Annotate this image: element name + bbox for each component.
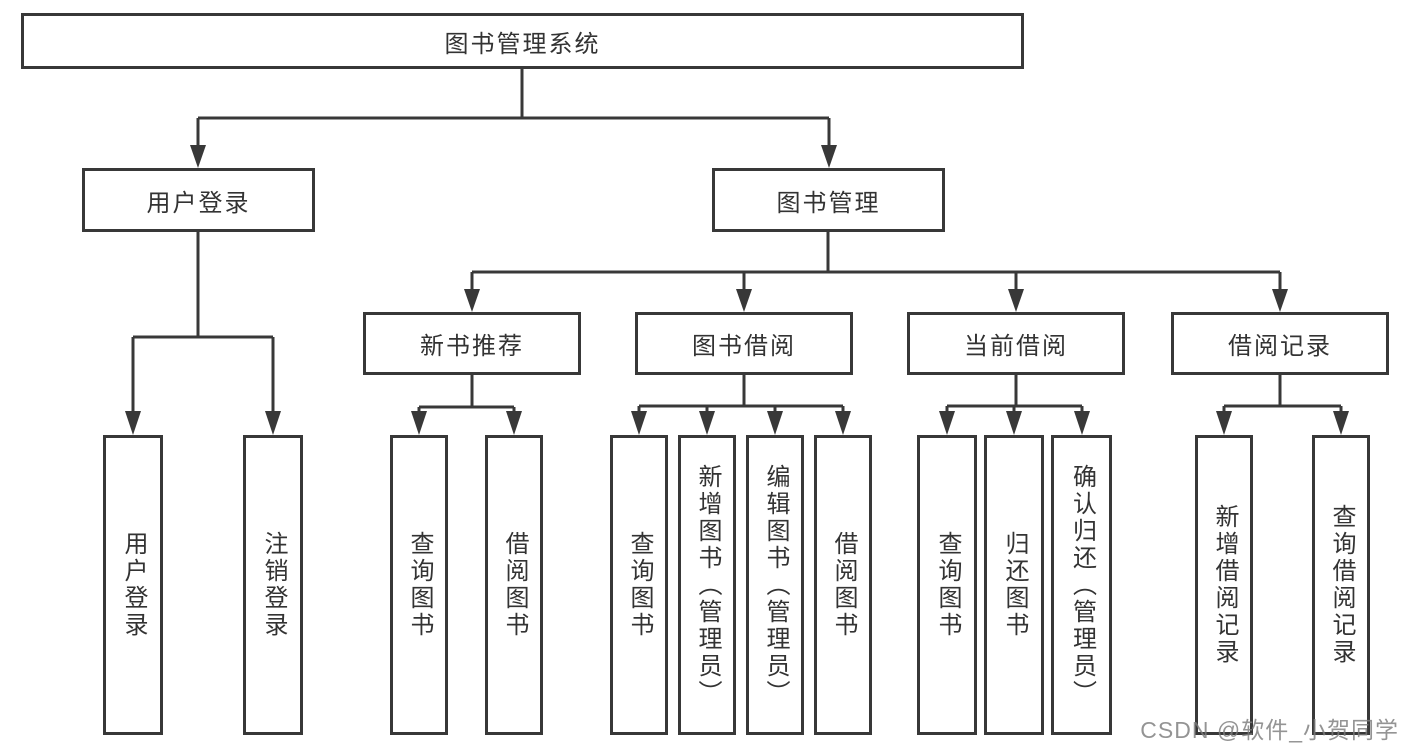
node-label: 图书借阅 <box>692 333 796 360</box>
node-label: 查询图书 <box>626 531 653 639</box>
node-book-borrowing: 图书借阅 <box>635 312 853 375</box>
leaf-logout: 注销登录 <box>243 435 303 735</box>
leaf-return-books: 归还图书 <box>984 435 1044 735</box>
node-label: 查询借阅记录 <box>1328 504 1355 666</box>
node-user-login: 用户登录 <box>82 168 315 232</box>
node-label: 用户登录 <box>146 189 251 217</box>
connector-login-leaves <box>131 232 275 413</box>
leaf-borrow-books: 借阅图书 <box>814 435 872 735</box>
node-label: 借阅图书 <box>830 531 857 639</box>
node-label: 确认归还（管理员） <box>1068 463 1096 707</box>
leaf-query-books-current: 查询图书 <box>917 435 977 735</box>
leaf-user-login: 用户登录 <box>103 435 163 735</box>
leaf-edit-books-admin: 编辑图书（管理员） <box>746 435 804 735</box>
node-label: 编辑图书（管理员） <box>762 463 789 707</box>
connector-current-leaves <box>945 375 1084 413</box>
leaf-query-books-recommend: 查询图书 <box>390 435 448 735</box>
connector-records-leaves <box>1222 375 1343 413</box>
node-label: 注销登录 <box>260 531 287 639</box>
node-label: 用户登录 <box>120 531 147 639</box>
arrowheads-level2 <box>190 145 837 168</box>
node-label: 归还图书 <box>1001 531 1028 639</box>
node-book-management: 图书管理 <box>712 168 945 232</box>
node-new-book-recommend: 新书推荐 <box>363 312 581 375</box>
node-label: 新增借阅记录 <box>1211 504 1238 666</box>
node-label: 查询图书 <box>934 531 961 639</box>
node-current-borrowing: 当前借阅 <box>907 312 1125 375</box>
node-label: 查询图书 <box>406 531 433 639</box>
node-label: 图书管理系统 <box>444 30 601 58</box>
arrowheads-level3 <box>464 289 1288 312</box>
leaf-add-books-admin: 新增图书（管理员） <box>678 435 736 735</box>
leaf-add-borrow-record: 新增借阅记录 <box>1195 435 1253 735</box>
node-label: 借阅图书 <box>501 531 528 639</box>
connector-borrow-leaves <box>637 375 845 413</box>
node-system-root: 图书管理系统 <box>21 13 1024 69</box>
node-borrowing-records: 借阅记录 <box>1171 312 1389 375</box>
leaf-borrow-books-recommend: 借阅图书 <box>485 435 543 735</box>
connector-recommend-leaves <box>417 375 516 413</box>
leaf-query-borrow-record: 查询借阅记录 <box>1312 435 1370 735</box>
node-label: 新增图书（管理员） <box>694 463 721 707</box>
node-label: 新书推荐 <box>420 333 524 360</box>
node-label: 借阅记录 <box>1228 333 1332 360</box>
connector-root-to-level2 <box>196 69 831 147</box>
node-label: 图书管理 <box>776 189 881 217</box>
arrowheads-leaves <box>125 411 1349 435</box>
leaf-confirm-return-admin: 确认归还（管理员） <box>1051 435 1112 735</box>
leaf-query-books-borrow: 查询图书 <box>610 435 668 735</box>
connector-mgmt-to-level3 <box>470 232 1282 291</box>
node-label: 当前借阅 <box>964 333 1068 360</box>
